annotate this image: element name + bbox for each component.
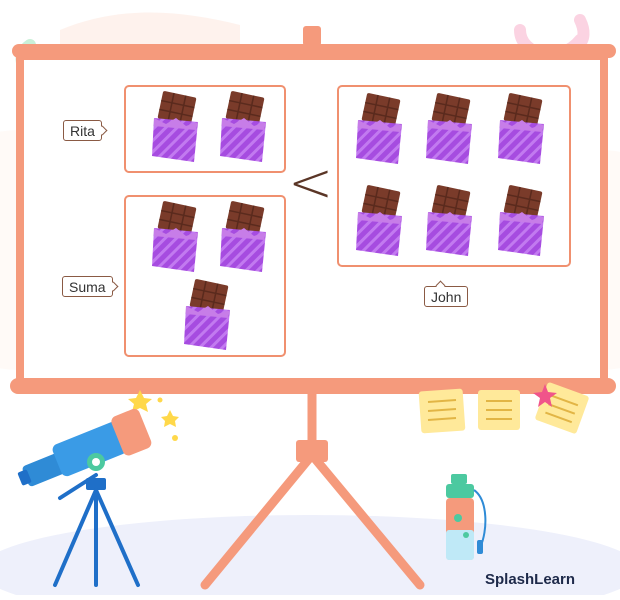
john-box [337, 85, 571, 267]
rita-label: Rita [63, 120, 102, 141]
brand-logo: SplashLearn [485, 571, 576, 588]
easel-stand [200, 26, 425, 590]
suma-label: Suma [62, 276, 113, 297]
telescope-icon [17, 390, 179, 587]
less-than-symbol: < [288, 151, 334, 214]
sticky-notes [418, 382, 589, 434]
water-bottle-icon [446, 474, 487, 560]
sticky-note-icon [478, 390, 520, 430]
star-icon [533, 384, 557, 407]
john-label: John [424, 286, 469, 307]
sticky-note-icon [418, 388, 466, 434]
rita-box [124, 85, 286, 173]
suma-box [124, 195, 286, 357]
